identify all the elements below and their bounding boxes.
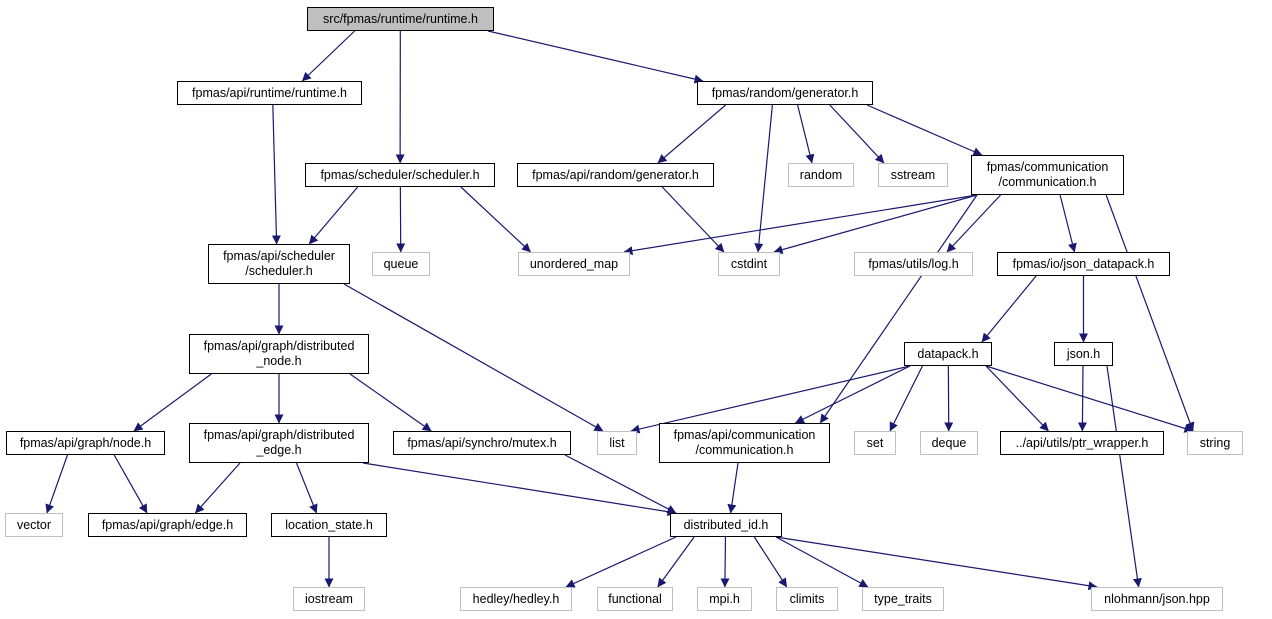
node-fpmas-api-graph-node-h[interactable]: fpmas/api/graph/node.h xyxy=(6,431,165,455)
edge-random_generator-to-cstdint xyxy=(754,104,773,253)
edge-communication-to-string xyxy=(1105,194,1195,432)
node-deque: deque xyxy=(920,431,978,455)
node-nlohmann-json-hpp: nlohmann/json.hpp xyxy=(1091,587,1223,611)
edge-json-to-nlohmann_json xyxy=(1106,365,1142,588)
edge-distributed_id-to-mpi xyxy=(720,536,730,588)
edge-api_scheduler-to-list xyxy=(343,283,604,432)
node-set: set xyxy=(854,431,896,455)
edge-distributed_edge-to-location_state xyxy=(295,462,318,514)
node-string: string xyxy=(1187,431,1243,455)
edge-scheduler-to-api_scheduler xyxy=(308,186,359,245)
edge-random_generator-to-communication xyxy=(866,104,983,156)
edge-api_runtime-to-api_scheduler xyxy=(271,104,281,245)
node-fpmas-scheduler-scheduler-h[interactable]: fpmas/scheduler/scheduler.h xyxy=(305,163,495,187)
edge-distributed_id-to-hedley xyxy=(565,536,677,588)
edge-communication-to-api_communication xyxy=(819,194,978,424)
edge-node-to-vector xyxy=(45,454,69,514)
edge-distributed_id-to-functional xyxy=(657,536,695,588)
node-fpmas-api-graph-distributed-node-h[interactable]: fpmas/api/graph/distributed _node.h xyxy=(189,334,369,374)
edge-communication-to-unordered_map xyxy=(623,194,978,256)
node-fpmas-io-json-datapack-h[interactable]: fpmas/io/json_datapack.h xyxy=(997,252,1170,276)
edge-distributed_node-to-node xyxy=(133,373,212,432)
node-iostream: iostream xyxy=(293,587,365,611)
edge-random_generator-to-random xyxy=(797,104,815,164)
edge-root-to-api_runtime xyxy=(301,30,356,82)
edge-communication-to-cstdint xyxy=(773,194,978,255)
node-vector: vector xyxy=(5,513,63,537)
node-src-fpmas-runtime-runtime-h: src/fpmas/runtime/runtime.h xyxy=(307,7,494,31)
edge-datapack-to-ptr_wrapper xyxy=(985,365,1049,432)
edge-api_communication-to-distributed_id xyxy=(727,462,739,514)
node-fpmas-api-graph-edge-h[interactable]: fpmas/api/graph/edge.h xyxy=(88,513,247,537)
edge-root-to-random_generator xyxy=(487,30,704,84)
node-sstream: sstream xyxy=(878,163,948,187)
node-fpmas-api-runtime-runtime-h[interactable]: fpmas/api/runtime/runtime.h xyxy=(177,81,362,105)
node-fpmas-api-synchro-mutex-h[interactable]: fpmas/api/synchro/mutex.h xyxy=(393,431,571,455)
node-fpmas-api-communication-communication-h[interactable]: fpmas/api/communication /communication.h xyxy=(659,423,830,463)
edge-datapack-to-api_communication xyxy=(794,365,911,424)
node-location-state-h[interactable]: location_state.h xyxy=(271,513,387,537)
edge-json-to-ptr_wrapper xyxy=(1077,365,1087,432)
edge-datapack-to-list xyxy=(630,365,911,434)
edge-communication-to-log xyxy=(946,194,1002,253)
edge-distributed_id-to-nlohmann_json xyxy=(775,536,1098,591)
node-fpmas-utils-log-h: fpmas/utils/log.h xyxy=(854,252,973,276)
edge-distributed_edge-to-edge xyxy=(194,462,241,514)
node-hedley-hedley-h: hedley/hedley.h xyxy=(460,587,572,611)
node-fpmas-random-generator-h[interactable]: fpmas/random/generator.h xyxy=(697,81,873,105)
node-cstdint: cstdint xyxy=(718,252,780,276)
edge-distributed_edge-to-distributed_id xyxy=(362,462,677,517)
edge-scheduler-to-unordered_map xyxy=(460,186,531,253)
edge-distributed_node-to-mutex xyxy=(349,373,432,432)
edge-distributed_id-to-type_traits xyxy=(775,536,869,588)
node-json-h[interactable]: json.h xyxy=(1054,342,1113,366)
edge-mutex-to-distributed_id xyxy=(564,454,677,514)
edge-datapack-to-string xyxy=(985,365,1194,433)
node-fpmas-api-random-generator-h[interactable]: fpmas/api/random/generator.h xyxy=(517,163,714,187)
node-fpmas-api-scheduler-scheduler-h[interactable]: fpmas/api/scheduler /scheduler.h xyxy=(208,244,350,284)
edge-random_generator-to-api_random_generator xyxy=(657,104,727,164)
node-type-traits: type_traits xyxy=(862,587,944,611)
edge-json_datapack-to-datapack xyxy=(981,275,1037,343)
edge-node-to-edge xyxy=(113,454,148,514)
node-fpmas-api-graph-distributed-edge-h[interactable]: fpmas/api/graph/distributed _edge.h xyxy=(189,423,369,463)
edge-api_random_generator-to-cstdint xyxy=(661,186,725,253)
node-mpi-h: mpi.h xyxy=(697,587,752,611)
node-list: list xyxy=(597,431,637,455)
node-datapack-h[interactable]: datapack.h xyxy=(904,342,992,366)
edge-communication-to-json_datapack xyxy=(1059,194,1077,253)
node-queue: queue xyxy=(372,252,430,276)
node-climits: climits xyxy=(776,587,838,611)
edge-distributed_id-to-climits xyxy=(753,536,788,588)
edge-datapack-to-set xyxy=(889,365,923,432)
node-random: random xyxy=(788,163,854,187)
node-distributed-id-h[interactable]: distributed_id.h xyxy=(670,513,782,537)
node-fpmas-communication-communication-h[interactable]: fpmas/communication /communication.h xyxy=(971,155,1124,195)
node-functional: functional xyxy=(597,587,673,611)
node-unordered-map: unordered_map xyxy=(518,252,630,276)
edge-random_generator-to-sstream xyxy=(829,104,885,164)
node-api-utils-ptr-wrapper-h[interactable]: ../api/utils/ptr_wrapper.h xyxy=(1000,431,1164,455)
